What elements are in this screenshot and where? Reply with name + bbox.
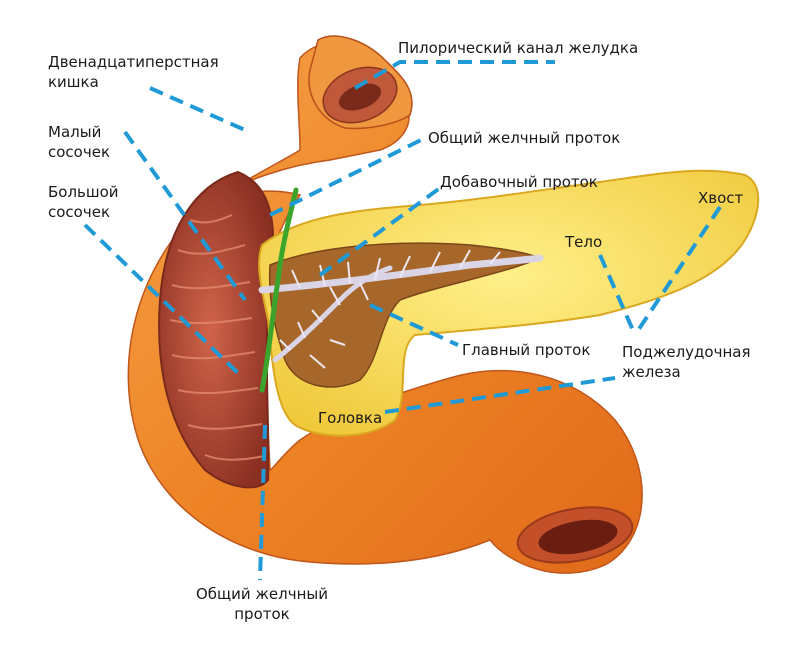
label-minor-papilla: Малый сосочек [48,123,110,161]
pancreas [258,169,760,437]
label-common-bile-duct-bottom: Общий желчный проток [195,585,329,623]
label-pancreas: Поджелудочная железа [622,343,751,381]
label-accessory-duct: Добавочный проток [440,173,598,191]
leader-lines [83,60,722,581]
label-body: Тело [565,233,603,251]
label-pyloric-canal: Пилорический канал желудка [398,39,639,57]
label-major-papilla: Большой сосочек [48,183,119,221]
label-main-duct: Главный проток [462,341,591,359]
label-tail: Хвост [698,189,744,207]
label-duodenum: Двенадцатиперстная кишка [48,53,219,91]
label-common-bile-duct-top: Общий желчный проток [428,129,621,147]
duodenum [127,35,643,574]
label-head: Головка [318,409,383,427]
common-bile-duct [259,187,299,393]
